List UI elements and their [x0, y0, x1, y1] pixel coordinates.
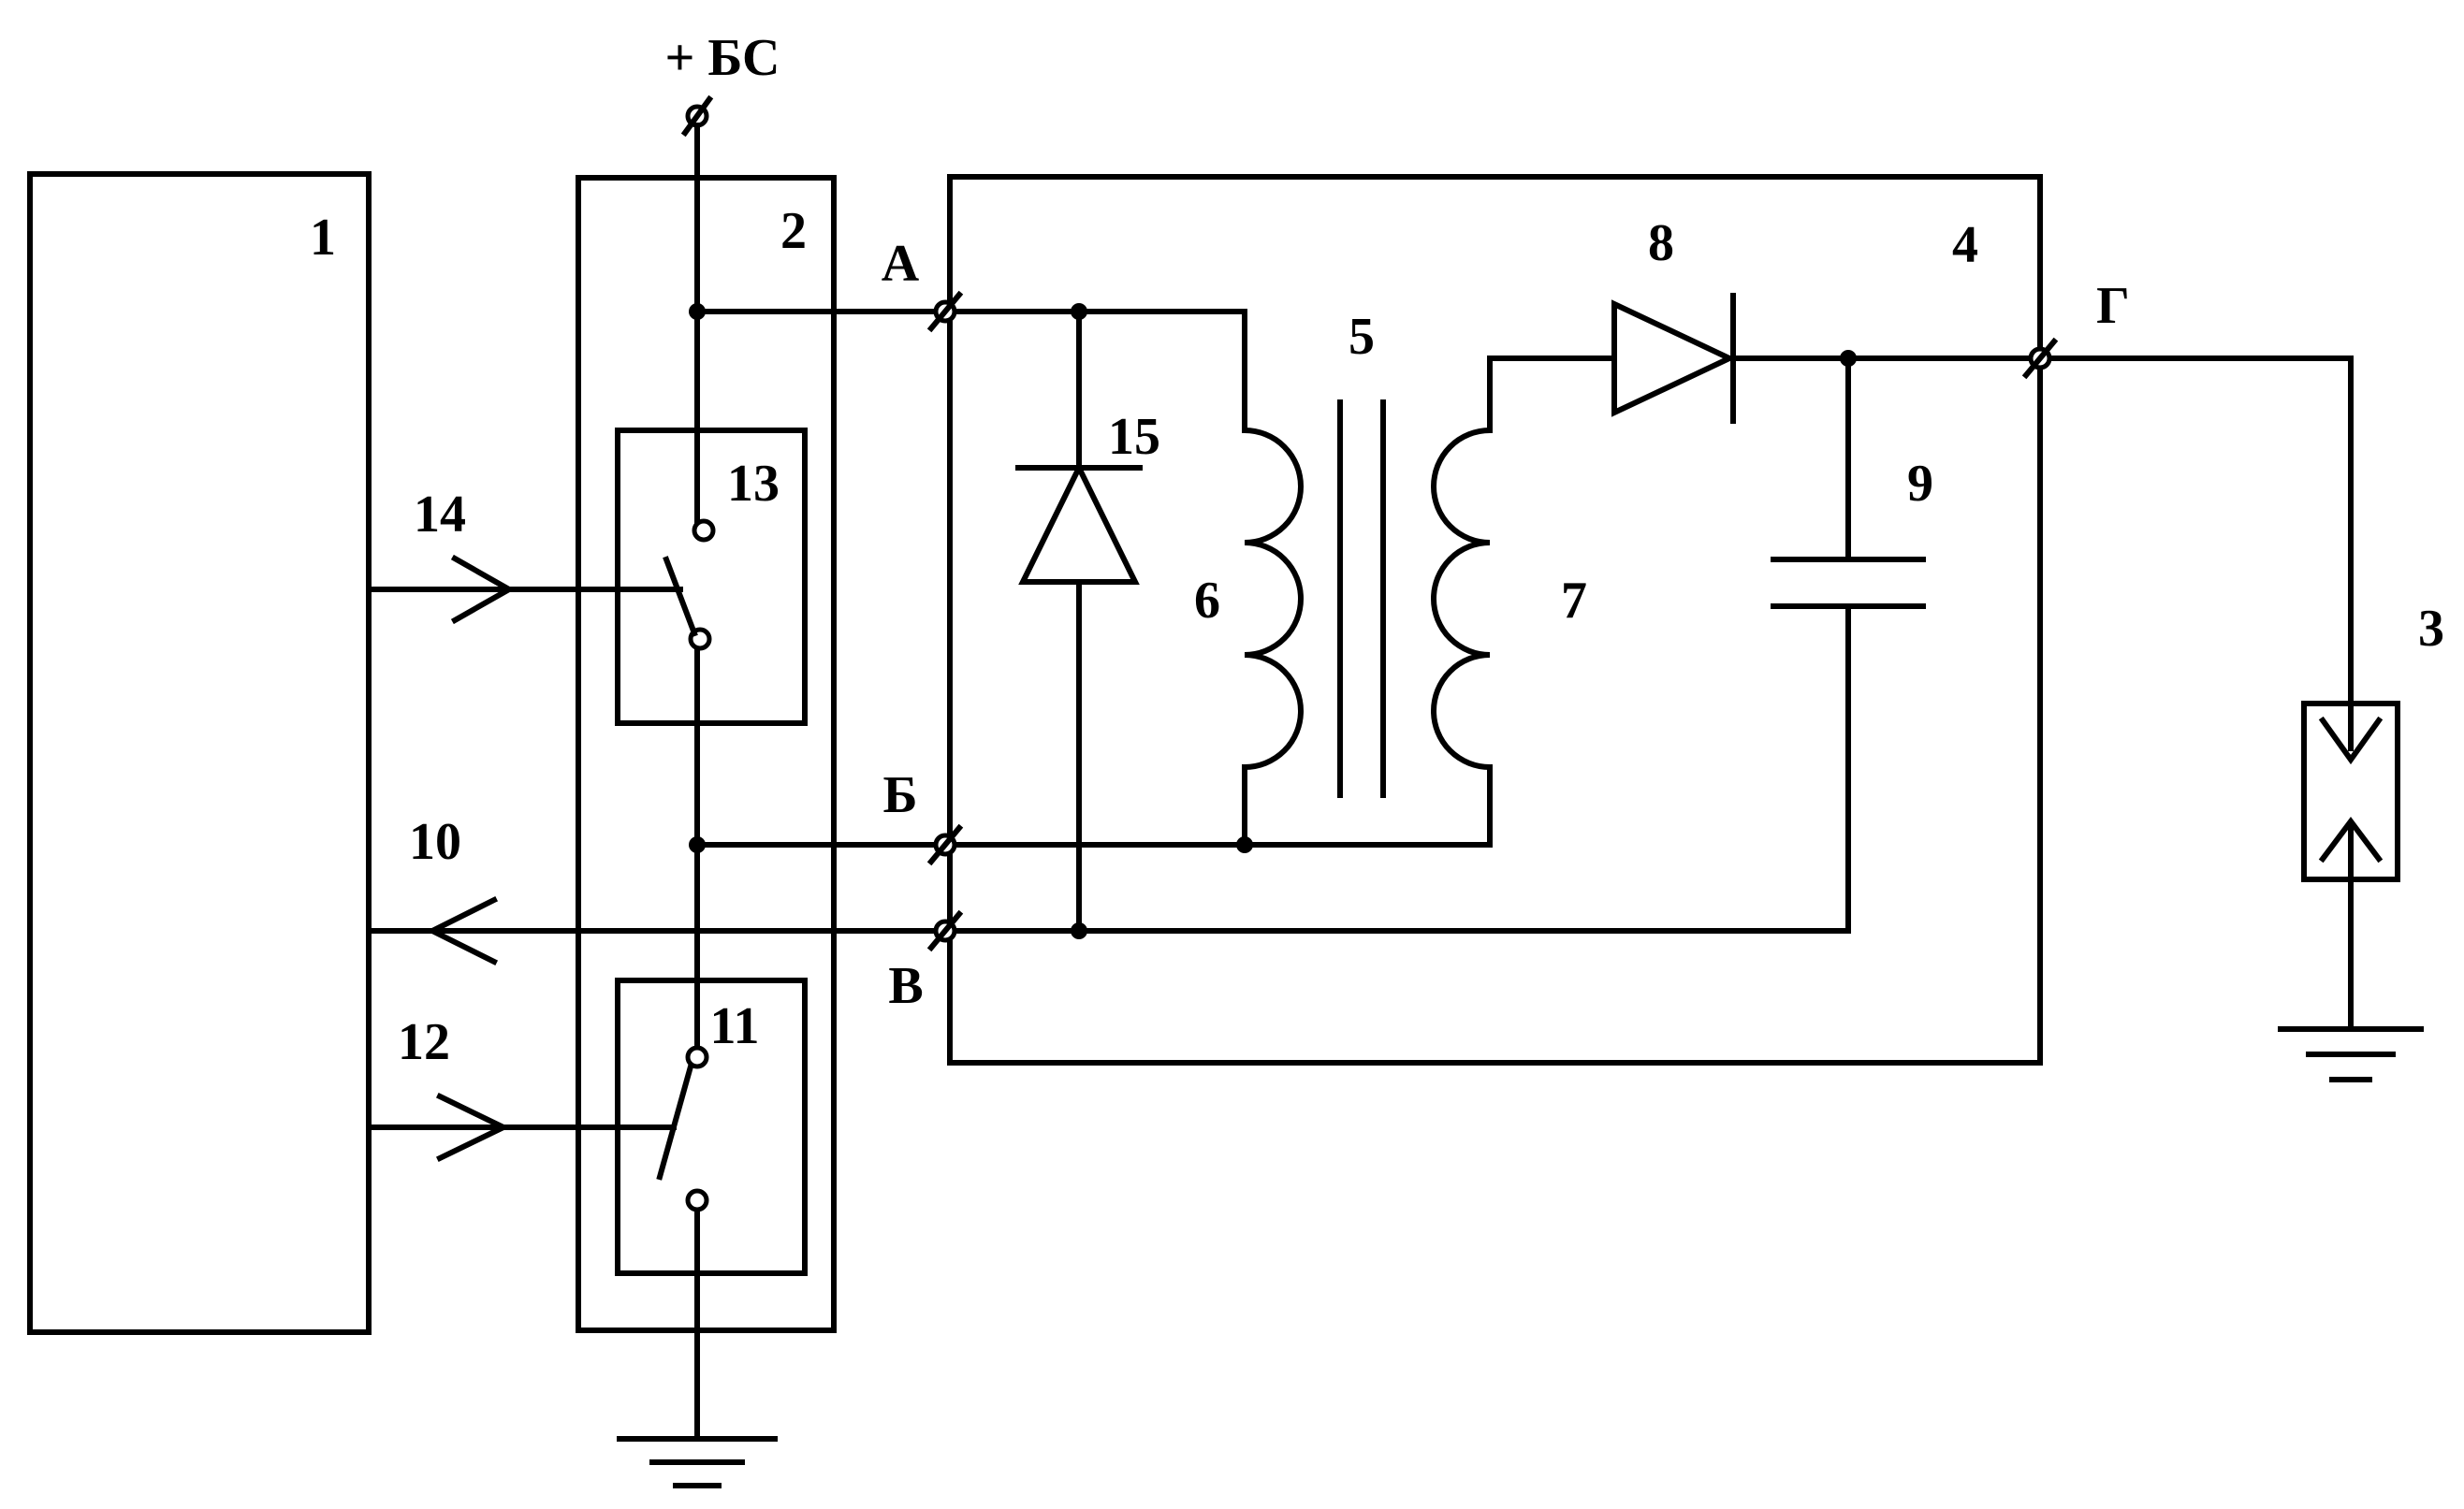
switch-13-label: 13: [727, 455, 780, 513]
block-2-label: 2: [780, 202, 807, 260]
switch-11-blade: [660, 1066, 691, 1177]
line-10-label: 10: [409, 813, 461, 871]
winding-6-icon: [1245, 430, 1301, 767]
block-1-label: 1: [310, 209, 336, 267]
line-14-label: 14: [414, 486, 466, 544]
terminal-g-label: Г: [2096, 277, 2130, 335]
switch-11-label: 11: [710, 997, 760, 1055]
switch-13-contact-top: [694, 521, 713, 540]
block-4-label: 4: [1952, 216, 1978, 274]
plug-3-label: 3: [2418, 600, 2444, 658]
transformer-5-label: 5: [1349, 308, 1375, 366]
switch-13-blade: [666, 559, 694, 633]
terminal-b: [931, 828, 959, 862]
winding-7-label: 7: [1561, 572, 1587, 630]
supply-label: + БС: [665, 29, 780, 87]
line-12-label: 12: [398, 1013, 450, 1071]
switch-11-contact-bottom: [688, 1191, 707, 1210]
winding-7-icon: [1434, 430, 1490, 767]
winding-6-label: 6: [1194, 572, 1220, 630]
diode-15-label: 15: [1108, 408, 1160, 466]
ground-symbol-right: [2281, 1029, 2421, 1080]
junction-b-left: [689, 836, 706, 853]
ground-symbol-left: [620, 1439, 775, 1486]
block-1: [30, 174, 369, 1332]
terminal-a: [931, 295, 959, 328]
diode-8-label: 8: [1648, 214, 1674, 272]
terminal-v: [931, 914, 959, 948]
terminal-b-label: Б: [882, 766, 917, 824]
junction-a-left: [689, 303, 706, 320]
capacitor-9-label: 9: [1907, 455, 1933, 513]
terminal-a-label: А: [882, 235, 920, 293]
diode-15-icon: [1023, 468, 1135, 582]
terminal-v-label: В: [888, 957, 923, 1015]
diode-8-icon: [1614, 304, 1729, 413]
